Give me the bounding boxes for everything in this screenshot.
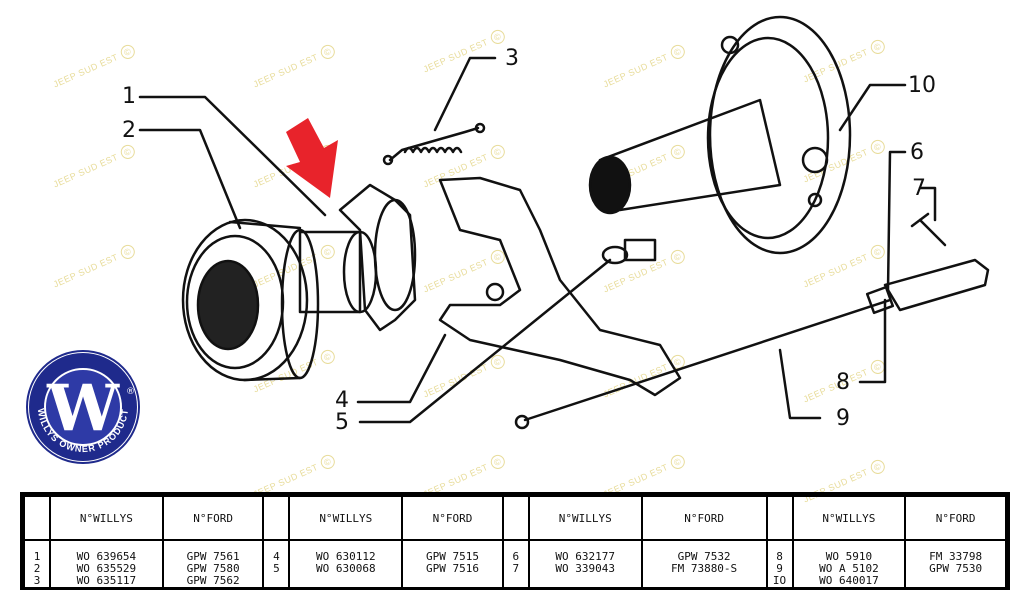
header-willys: N°WILLYS: [791, 495, 907, 541]
header-blank: [23, 495, 51, 541]
fork-ball: [601, 238, 657, 265]
header-ford: N°FORD: [161, 495, 265, 541]
header-ford: N°FORD: [401, 495, 504, 541]
callout-8: 8: [836, 370, 850, 395]
header-blank: [501, 495, 530, 541]
header-ford: N°FORD: [904, 495, 1007, 541]
logo-registered-mark: ®: [126, 387, 135, 397]
header-blank: [262, 495, 291, 541]
header-ford: N°FORD: [640, 495, 768, 541]
callout-4: 4: [335, 388, 349, 413]
bearing-carrier: [298, 183, 417, 332]
clevis-pin: [910, 212, 947, 247]
callout-5: 5: [335, 410, 349, 435]
return-spring: [382, 122, 486, 166]
release-fork: [438, 176, 682, 397]
red-arrow-icon: [286, 118, 338, 198]
header-willys: N°WILLYS: [288, 495, 404, 541]
clevis-yoke: [865, 258, 990, 315]
callout-3: 3: [505, 46, 519, 71]
clutch-housing-sleeve: [588, 15, 852, 255]
callout-1: 1: [122, 84, 136, 109]
exploded-diagram: [138, 15, 990, 430]
adjusting-rod: [514, 298, 892, 430]
callout-7: 7: [912, 176, 926, 201]
header-willys: N°WILLYS: [527, 495, 643, 541]
header-blank: [765, 495, 794, 541]
callout-2: 2: [122, 118, 136, 143]
callout-6: 6: [910, 140, 924, 165]
willys-owner-product-logo: W WILLYS OWNER PRODUCT ®: [24, 348, 142, 466]
header-willys: N°WILLYS: [49, 495, 164, 541]
logo-letter: W: [46, 371, 120, 446]
throwout-bearing: [181, 218, 320, 382]
callout-9: 9: [836, 406, 850, 431]
callout-10: 10: [908, 73, 936, 98]
